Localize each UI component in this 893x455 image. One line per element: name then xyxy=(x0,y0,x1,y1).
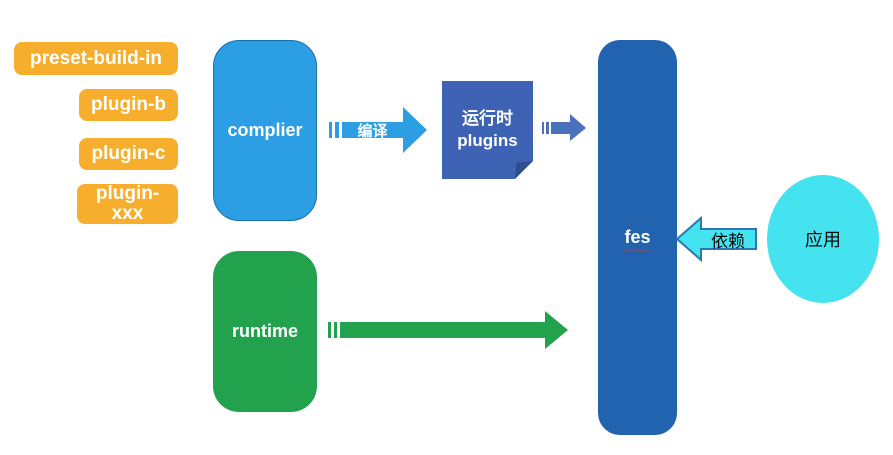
chip-plugin-c: plugin-c xyxy=(79,138,178,170)
complier-box: complier xyxy=(213,40,317,221)
fes-label: fes xyxy=(624,227,651,247)
compile-arrow-label: 编译 xyxy=(357,122,388,140)
chip-plugin-b: plugin-b xyxy=(79,89,178,121)
chip-plugin-xxx: plugin-xxx xyxy=(77,184,178,224)
app-ellipse: 应用 xyxy=(767,175,879,303)
plugins-to-fes-arrow-icon xyxy=(542,113,587,142)
compile-arrow-icon: 编译 xyxy=(329,105,427,155)
depend-arrow-icon: 依赖 xyxy=(676,216,758,262)
runtime-to-fes-arrow-icon xyxy=(328,311,568,349)
runtime-plugins-box: 运行时 plugins xyxy=(442,81,533,179)
runtime-box: runtime xyxy=(213,251,317,412)
depend-arrow-label: 依赖 xyxy=(711,231,745,251)
chip-preset-build-in: preset-build-in xyxy=(14,42,178,75)
fes-box: fes xyxy=(598,40,677,435)
